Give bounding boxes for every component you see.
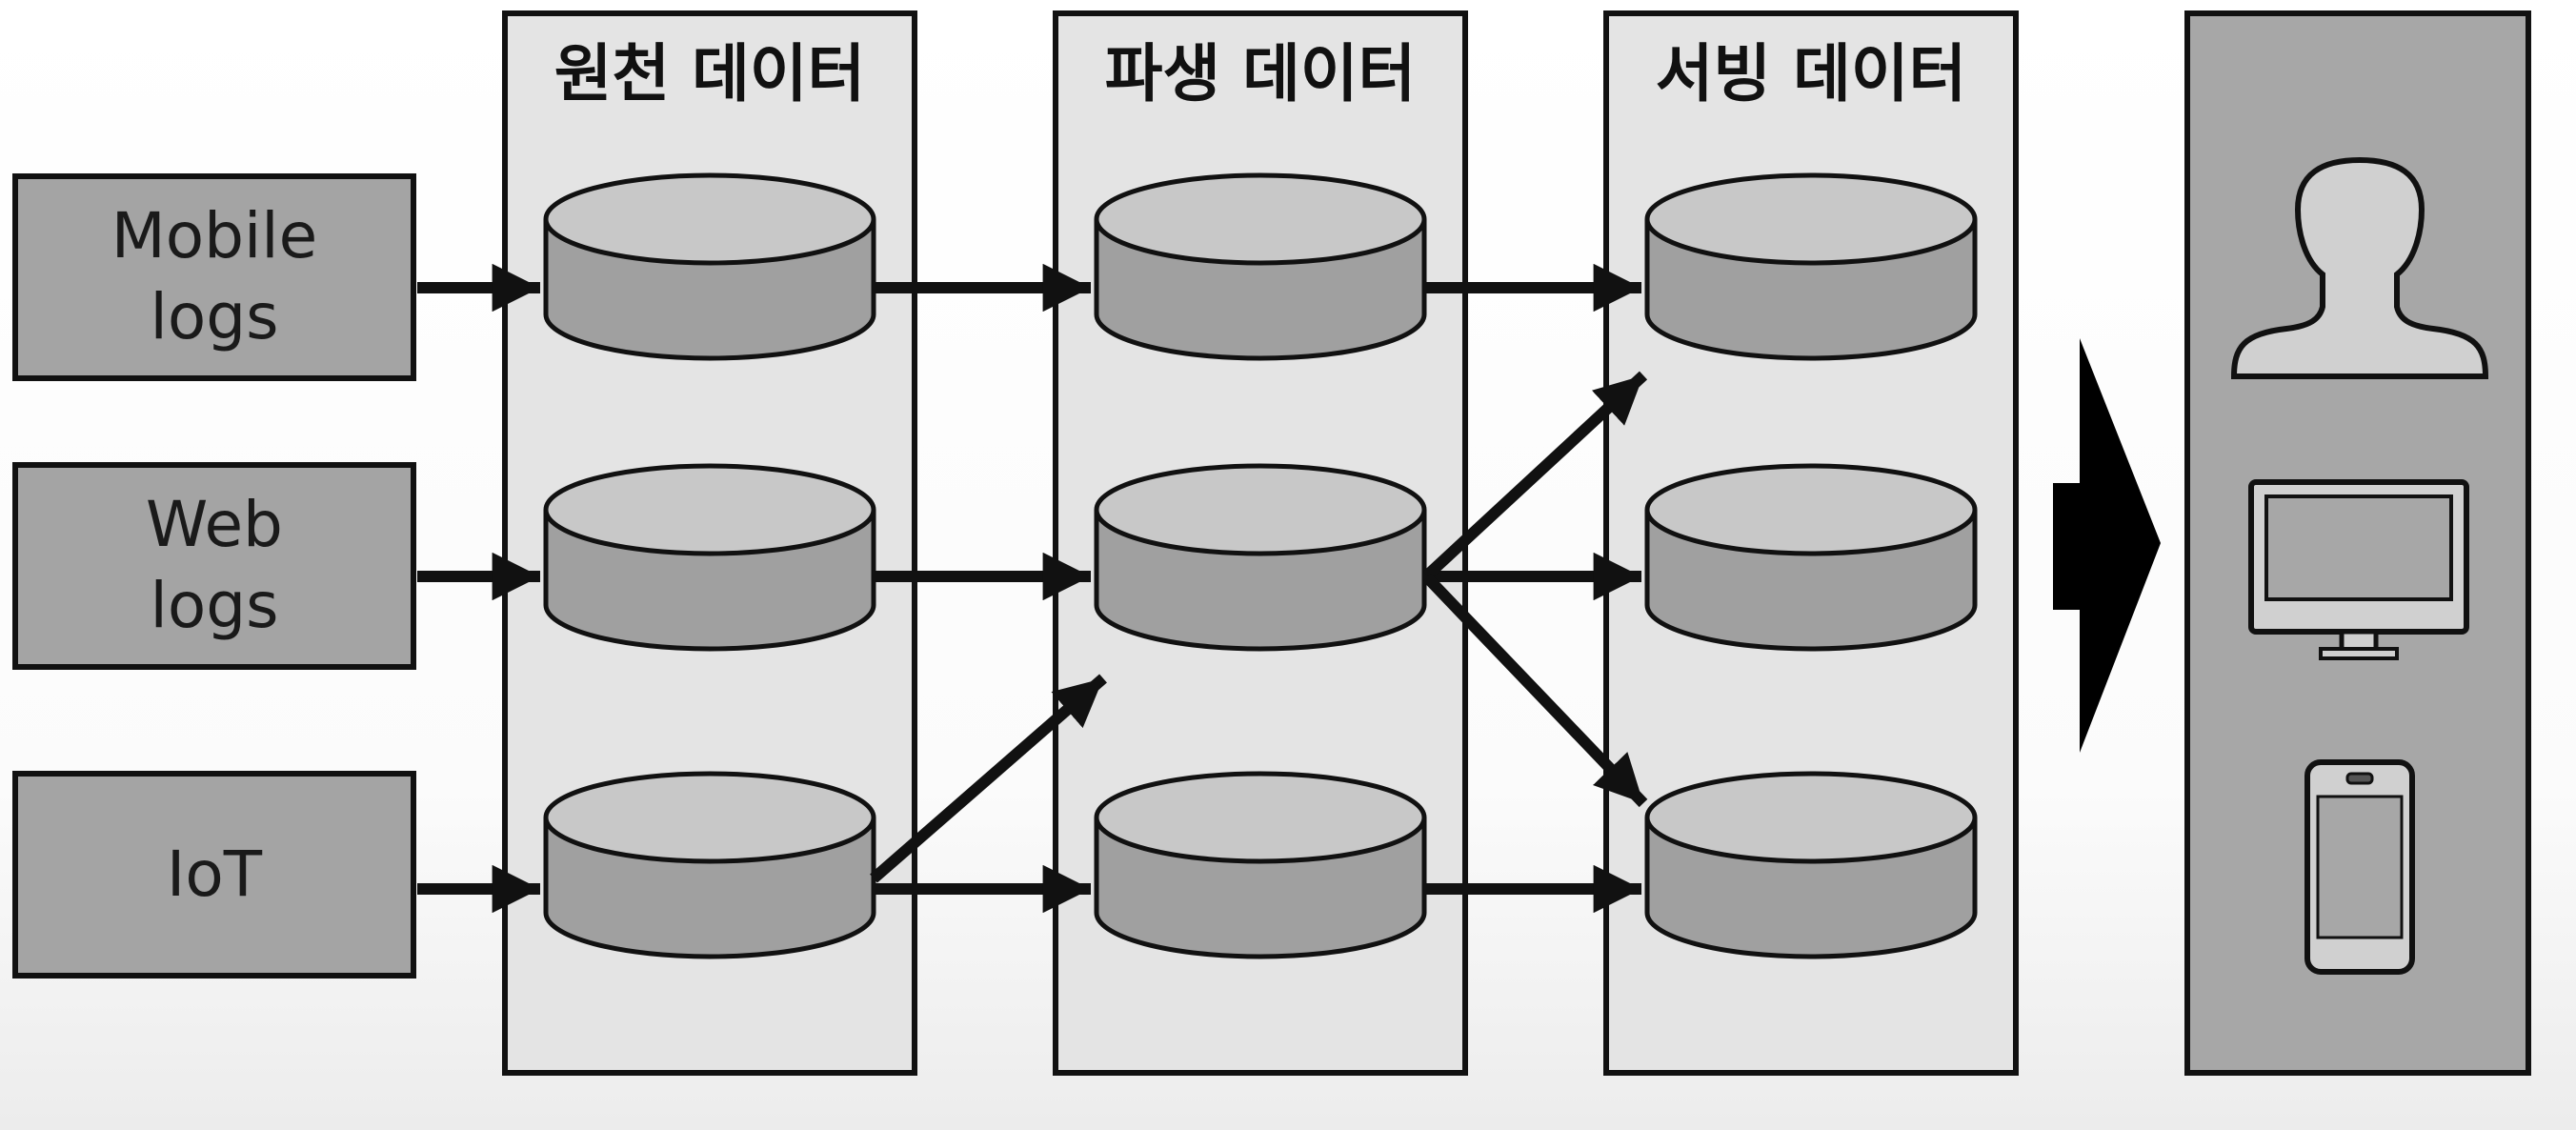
database-cylinder-serving-2 <box>1647 466 1975 649</box>
source-label-web-line1: Web <box>146 488 283 561</box>
database-cylinder-source-3 <box>546 774 874 957</box>
arrow-source3-to-derived2 <box>870 674 1107 883</box>
source-box-web: Web logs <box>12 462 416 670</box>
database-cylinder-derived-3 <box>1097 774 1424 957</box>
monitor-icon <box>2248 479 2469 660</box>
database-cylinder-serving-1 <box>1647 175 1975 358</box>
source-label-mobile-line2: logs <box>151 280 279 353</box>
source-label-web-line2: logs <box>151 569 279 642</box>
arrow-derived2-to-serving1 <box>1422 371 1648 580</box>
source-box-iot: IoT <box>12 771 416 979</box>
person-icon <box>2230 156 2489 379</box>
database-cylinder-derived-2 <box>1097 466 1424 649</box>
source-box-mobile: Mobile logs <box>12 173 416 381</box>
database-cylinder-serving-3 <box>1647 774 1975 957</box>
stage-title-derived: 파생 데이터 <box>1105 37 1417 111</box>
database-cylinder-source-1 <box>546 175 874 358</box>
arrow-derived2-to-serving3 <box>1422 573 1648 808</box>
output-big-arrow <box>2053 338 2161 753</box>
source-label-iot: IoT <box>167 837 263 911</box>
stage-title-serving: 서빙 데이터 <box>1656 37 1967 111</box>
consumer-panel <box>2184 10 2531 1076</box>
database-cylinder-source-2 <box>546 466 874 649</box>
source-label-mobile-line1: Mobile <box>111 199 318 272</box>
stage-title-source: 원천 데이터 <box>554 37 866 111</box>
smartphone-icon <box>2304 759 2415 975</box>
database-cylinder-derived-1 <box>1097 175 1424 358</box>
